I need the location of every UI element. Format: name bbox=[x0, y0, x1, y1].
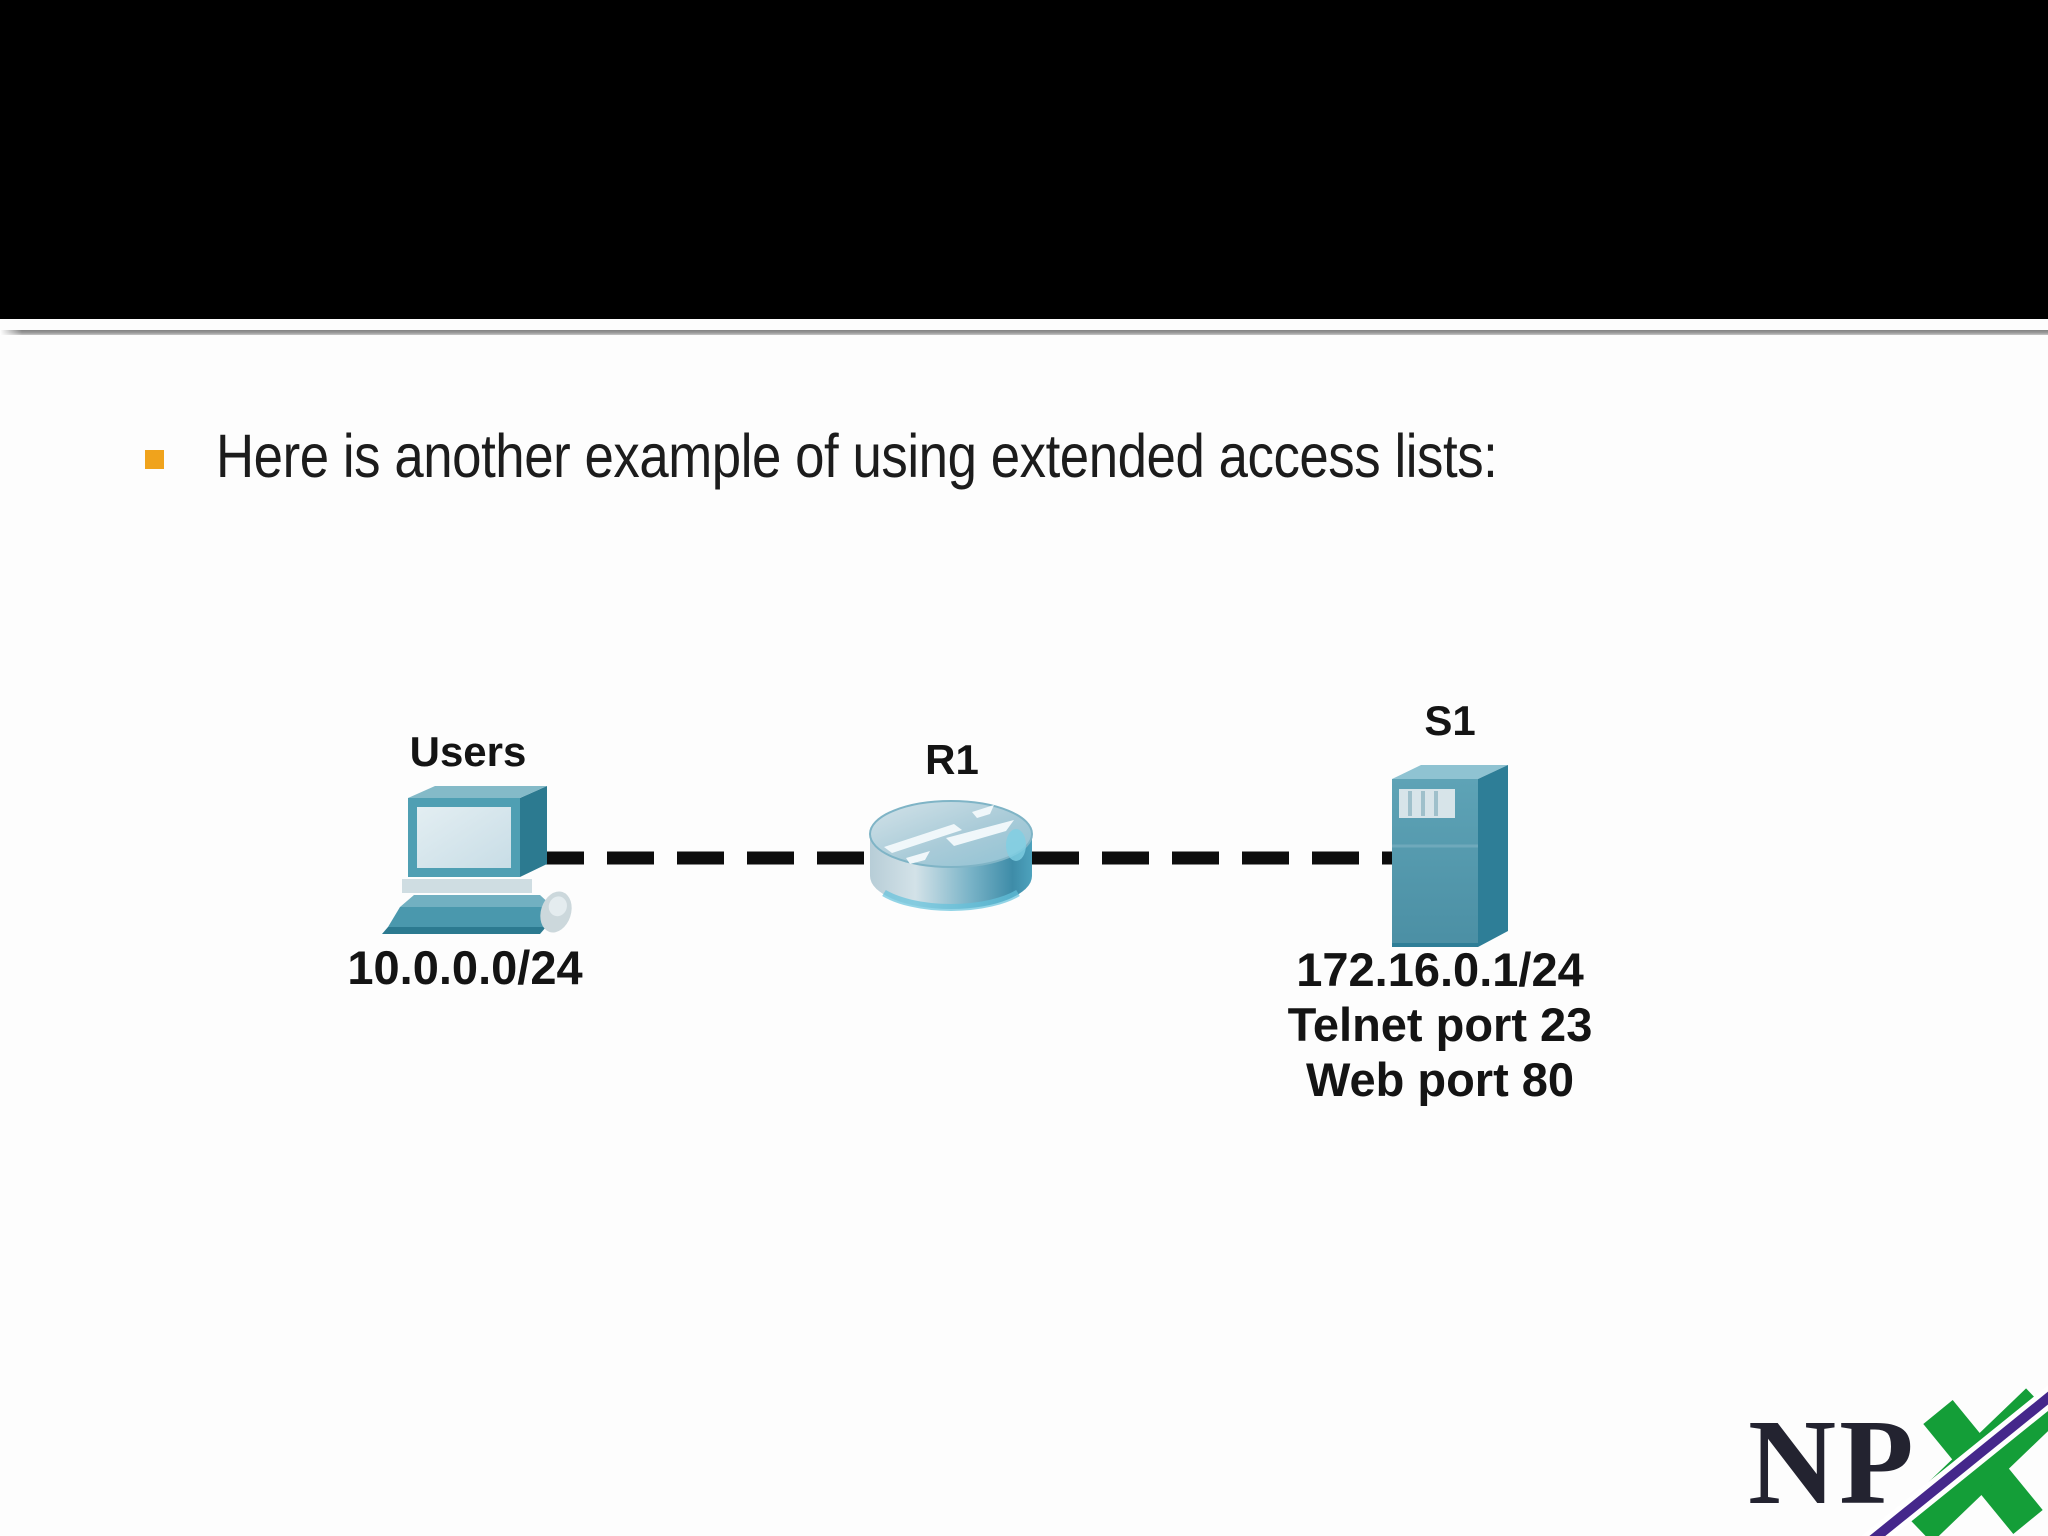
title-bar bbox=[0, 0, 2048, 319]
bullet-square-icon bbox=[145, 450, 164, 469]
users-subnet-label: 10.0.0.0/24 bbox=[347, 941, 583, 994]
separator-rule bbox=[0, 330, 2048, 335]
server-info-label: 172.16.0.1/24 Telnet port 23 Web port 80 bbox=[1165, 942, 1715, 1107]
server-telnet-port: Telnet port 23 bbox=[1287, 998, 1593, 1051]
pc-icon bbox=[382, 786, 572, 934]
server-address: 172.16.0.1/24 bbox=[1296, 943, 1584, 996]
router-icon bbox=[869, 800, 1033, 911]
server-web-port: Web port 80 bbox=[1305, 1053, 1575, 1106]
logo-x-icon bbox=[1861, 1385, 2048, 1536]
logo-np-text: NP bbox=[1748, 1395, 1917, 1530]
router-label: R1 bbox=[925, 736, 979, 783]
server-label: S1 bbox=[1424, 697, 1476, 744]
server-icon bbox=[1392, 765, 1508, 947]
bullet-text: Here is another example of using extende… bbox=[216, 422, 1498, 490]
users-label: Users bbox=[409, 728, 527, 775]
